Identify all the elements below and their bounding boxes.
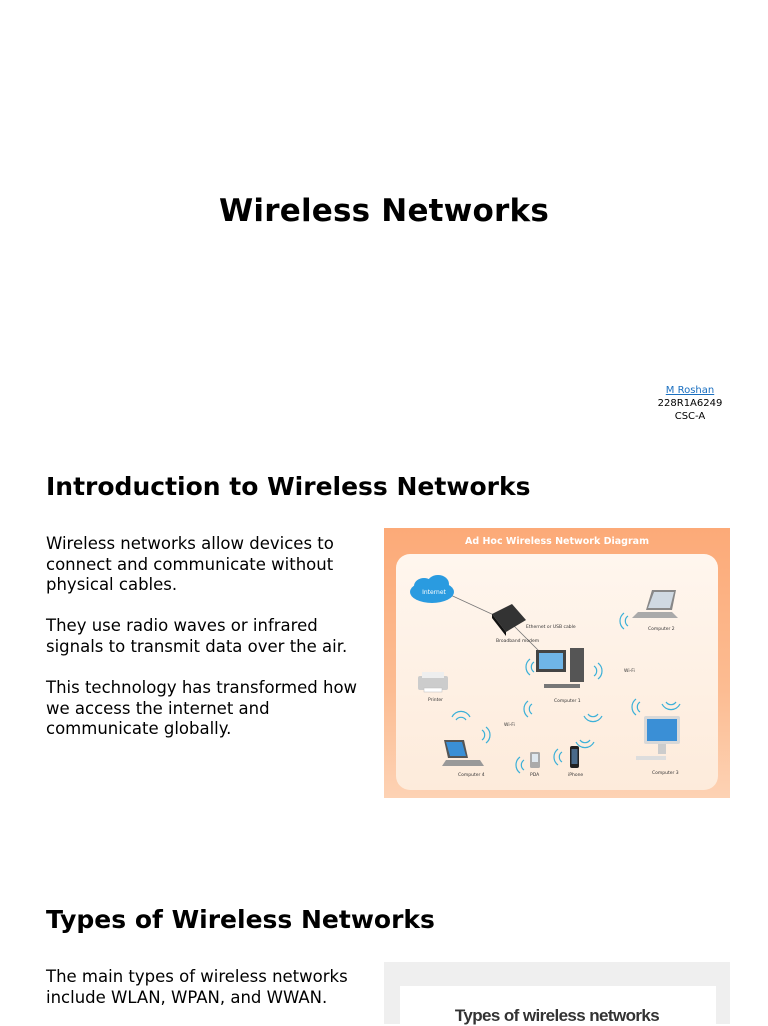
iphone-icon: iPhone [568,746,583,778]
diagram-drawing: Internet Broadband modem Ethernet or USB… [410,575,681,778]
computer-3-icon: Computer 3 [636,716,680,776]
types-image: Types of wireless networks [384,962,730,1025]
wifi-label-right: Wi-Fi [624,668,635,674]
computer-4-label: Computer 4 [458,772,485,778]
diagram-title: Ad Hoc Wireless Network Diagram [465,536,649,547]
pda-label: PDA [530,772,540,778]
modem-label: Broadband modem [496,638,539,644]
types-image-caption: Types of wireless networks [454,1006,660,1025]
wifi-label-left: Wi-Fi [504,722,515,728]
computer-2-icon: Computer 2 [632,590,678,632]
author-block: M Roshan 228R1A6249 CSC-A [640,384,740,423]
computer-3-label: Computer 3 [652,770,679,776]
intro-paragraph-1: Wireless networks allow devices to conne… [46,534,334,594]
modem-icon: Broadband modem [492,604,539,644]
iphone-label: iPhone [568,772,583,778]
computer-1-icon: Computer 1 [536,648,584,704]
types-paragraph-1: The main types of wireless networks incl… [46,967,348,1007]
slide-title: Wireless Networks [219,193,549,229]
wifi-waves-icon [451,612,681,774]
internet-label: Internet [422,589,446,596]
internet-cloud-icon: Internet [410,575,454,603]
author-name-link[interactable]: M Roshan [665,385,715,396]
printer-icon: Printer [418,672,448,703]
author-section: CSC-A [674,411,706,422]
adhoc-network-diagram: Ad Hoc Wireless Network Diagram Internet… [384,528,730,798]
computer-2-label: Computer 2 [648,626,675,632]
author-id: 228R1A6249 [657,398,723,409]
types-heading: Types of Wireless Networks [46,905,435,934]
computer-1-label: Computer 1 [554,698,581,704]
types-image-card [400,986,716,1024]
computer-4-icon: Computer 4 [442,740,485,778]
intro-heading: Introduction to Wireless Networks [46,472,531,501]
cable-label: Ethernet or USB cable [526,624,576,630]
pda-icon: PDA [530,752,540,778]
intro-paragraph-2: They use radio waves or infrared signals… [46,616,348,656]
intro-paragraph-3: This technology has transformed how we a… [46,678,358,738]
printer-label: Printer [428,697,443,703]
